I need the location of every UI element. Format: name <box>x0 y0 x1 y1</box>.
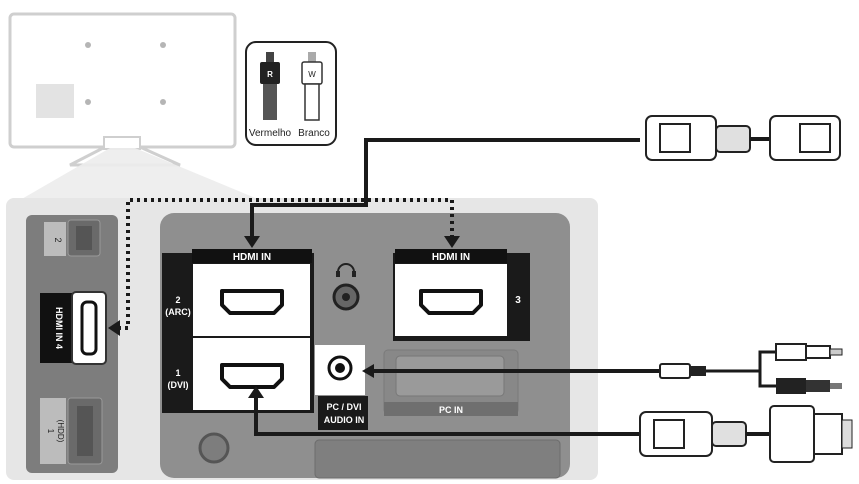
cables <box>108 138 660 436</box>
hdmi-port-2-icon <box>220 289 284 315</box>
port-1-label: 1 <box>175 368 180 378</box>
usb-hdd-num: 1 <box>46 429 55 434</box>
hdmi-in-left-label: HDMI IN <box>233 252 271 263</box>
port-2-label: 2 <box>175 295 180 305</box>
port-2-sub-label: (ARC) <box>165 307 191 317</box>
usb-2-label: 2 <box>53 237 63 242</box>
hdmi-dvi-cable-connector-icon <box>639 405 853 463</box>
red-label: Vermelho <box>249 128 292 139</box>
hdmi-in-right-label: HDMI IN <box>432 252 470 263</box>
main-connector-panel: HDMI IN 2 (ARC) 1 (DVI) HDMI IN 3 PC / D… <box>160 213 570 479</box>
headphone-icon <box>336 263 356 277</box>
port-1-sub-label: (DVI) <box>168 380 189 390</box>
tv-rear-outline <box>8 12 260 200</box>
audio-in-label: AUDIO IN <box>324 415 365 425</box>
usb-hdd-sub: (HDD) <box>56 420 65 443</box>
rca-legend: R W Vermelho Branco <box>245 41 337 146</box>
red-tip-label: R <box>267 70 273 79</box>
side-panel: 2 HDMI IN 4 1 (HDD) <box>26 215 118 473</box>
hdmi-port-1-icon <box>220 363 284 389</box>
hdmi-in-4-label: HDMI IN 4 <box>54 307 64 349</box>
white-label: Branco <box>298 128 330 139</box>
hdmi-cable-connector-icon <box>645 115 841 161</box>
audio-cable-connector-icon <box>659 343 843 394</box>
red-rca-plug-icon: R <box>260 52 280 120</box>
pc-dvi-label: PC / DVI <box>326 402 361 412</box>
white-tip-label: W <box>308 70 316 79</box>
pc-in-label: PC IN <box>439 405 463 415</box>
port-3-label: 3 <box>515 295 521 306</box>
white-rca-plug-icon: W <box>301 52 323 121</box>
hdmi-port-3-icon <box>419 289 483 315</box>
